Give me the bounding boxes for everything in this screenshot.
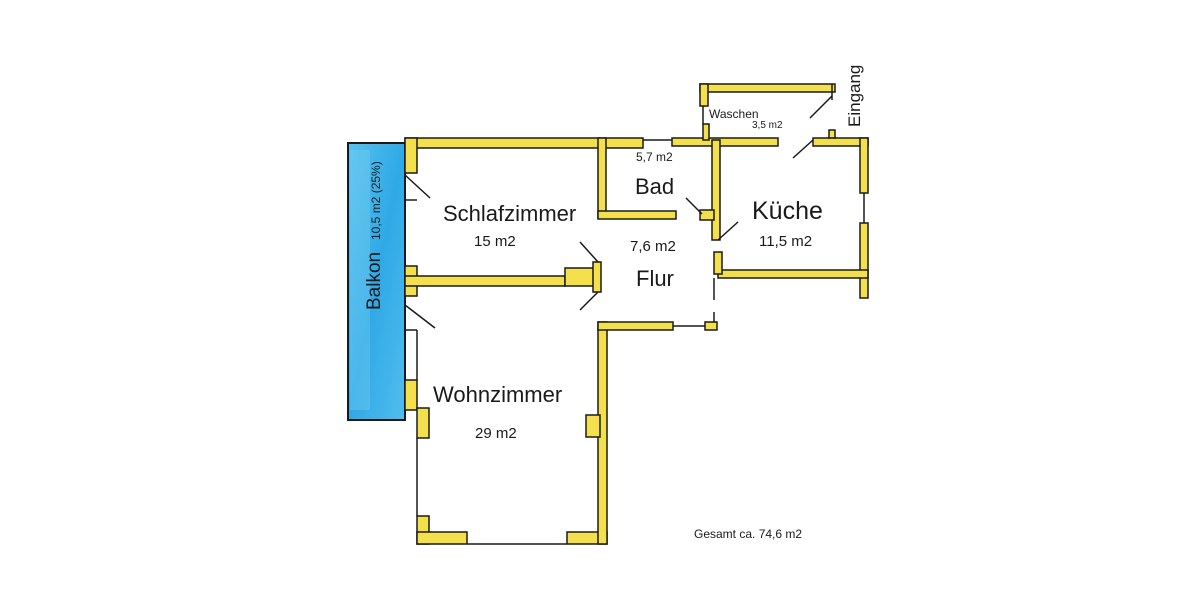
room-name-schlafzimmer: Schlafzimmer	[443, 201, 577, 226]
balcony-area	[347, 142, 406, 421]
room-name-kueche: Küche	[752, 197, 823, 225]
room-area-balkon: 10,5 m2 (25%)	[369, 161, 383, 240]
room-name-waschen: Waschen	[709, 107, 759, 121]
entrance-label: Eingang	[845, 64, 864, 127]
room-area-waschen: 3,5 m2	[752, 120, 783, 131]
total-area: Gesamt ca. 74,6 m2	[694, 527, 803, 541]
room-area-kueche: 11,5 m2	[759, 233, 813, 250]
room-area-bad: 5,7 m2	[636, 150, 673, 164]
room-area-wohnzimmer: 29 m2	[475, 425, 517, 442]
walls	[404, 83, 869, 545]
room-name-flur: Flur	[636, 266, 674, 291]
door-swings	[404, 84, 865, 545]
room-area-schlafzimmer: 15 m2	[474, 233, 516, 250]
room-name-bad: Bad	[635, 174, 675, 199]
room-area-flur: 7,6 m2	[630, 238, 676, 255]
room-name-balkon: Balkon	[364, 251, 385, 310]
room-name-wohnzimmer: Wohnzimmer	[433, 382, 563, 407]
